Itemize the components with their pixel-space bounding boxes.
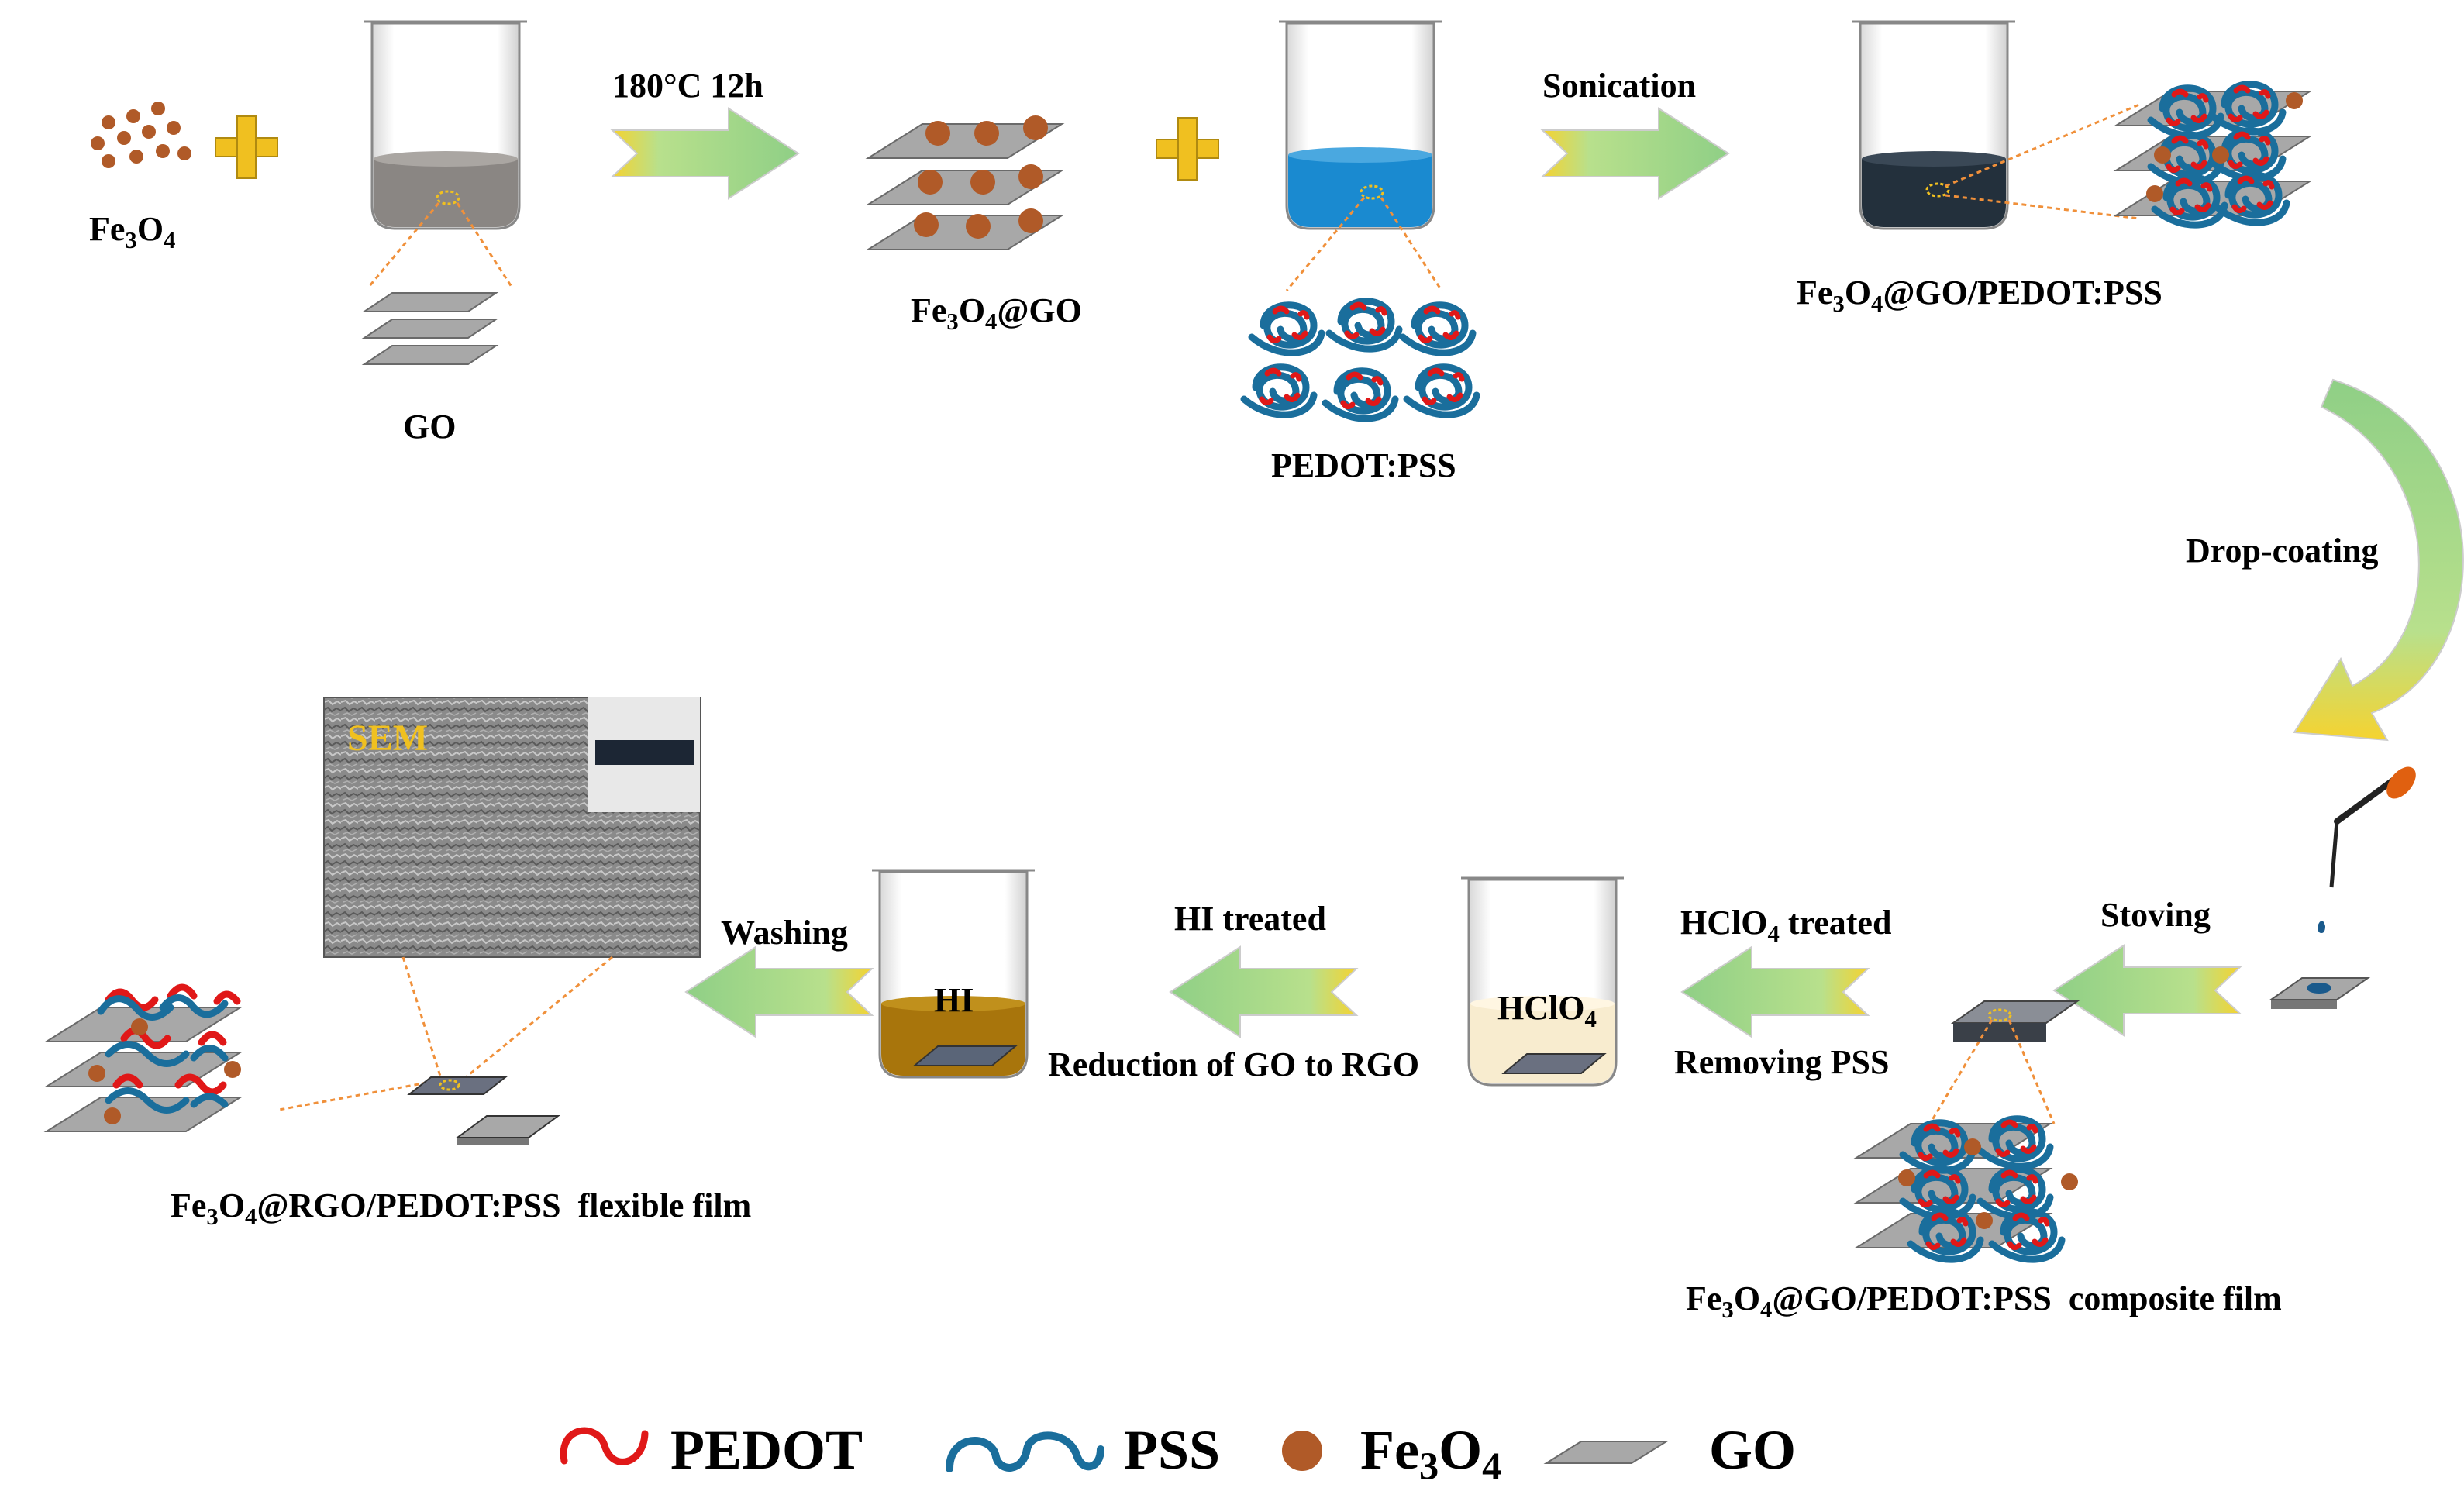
hi-beaker bbox=[872, 869, 1035, 1079]
fe3o4-go-pedot-label: Fe3O4@GO/PEDOT:PSS bbox=[1797, 274, 2162, 317]
pedot-pss-callout bbox=[1285, 197, 1443, 291]
hi-beaker-label: HI bbox=[934, 981, 974, 1019]
arrow-sonication bbox=[1540, 107, 1730, 200]
stoving-label: Stoving bbox=[2100, 896, 2211, 934]
fe3o4-go-stack bbox=[867, 115, 1063, 250]
arrow-washing bbox=[684, 945, 874, 1038]
sem-callout bbox=[278, 956, 613, 1111]
fe3o4-go-pedot-stack bbox=[2115, 84, 2311, 225]
go-beaker bbox=[364, 20, 527, 230]
plus-icon bbox=[215, 115, 278, 179]
legend-pss-label: PSS bbox=[1124, 1419, 1220, 1481]
dried-film bbox=[1950, 1000, 2080, 1042]
flexible-film-stack bbox=[46, 983, 241, 1132]
flexible-film-pieces bbox=[407, 1076, 561, 1145]
composite-film-label: Fe3O4@GO/PEDOT:PSS composite film bbox=[1686, 1279, 2282, 1323]
drop-coating-label: Drop-coating bbox=[2186, 532, 2379, 570]
fe3o4-label: Fe3O4 bbox=[89, 210, 175, 253]
reduction-label: Reduction of GO to RGO bbox=[1048, 1045, 1419, 1083]
arrow-hi bbox=[1169, 945, 1359, 1038]
hclo4-beaker bbox=[1461, 876, 1624, 1087]
hclo4-treated-label: HClO4 treated bbox=[1680, 904, 1891, 947]
sem-image bbox=[323, 697, 701, 958]
legend-pedot-label: PEDOT bbox=[670, 1419, 863, 1481]
plus-icon bbox=[1156, 117, 1219, 181]
arrow-hclo4 bbox=[1680, 945, 1870, 1038]
mixture-beaker bbox=[1852, 20, 2015, 230]
legend-go-label: GO bbox=[1709, 1419, 1796, 1481]
hclo4-beaker-label: HClO4 bbox=[1497, 989, 1597, 1032]
pedot-pss-coils bbox=[1244, 301, 1477, 418]
step1-label: 180°C 12h bbox=[612, 67, 763, 105]
hi-treated-label: HI treated bbox=[1174, 900, 1326, 938]
go-label: GO bbox=[403, 408, 456, 446]
substrate-drop bbox=[2268, 977, 2371, 1009]
mixture-callout bbox=[1945, 103, 2140, 220]
dropper-icon bbox=[2318, 766, 2416, 933]
arrow-stoving bbox=[2052, 944, 2242, 1037]
arrow-drop-coating bbox=[2293, 378, 2464, 742]
pedot-pss-beaker bbox=[1279, 20, 1442, 230]
washing-label: Washing bbox=[721, 914, 848, 952]
arrow-step1 bbox=[610, 107, 800, 200]
legend-pss-swatch bbox=[946, 1431, 1104, 1472]
flexible-film-label: Fe3O4@RGO/PEDOT:PSS flexible film bbox=[171, 1186, 751, 1230]
composite-film-stack bbox=[1856, 1119, 2078, 1259]
fe3o4-particles bbox=[91, 102, 191, 168]
legend-pedot-swatch bbox=[560, 1427, 649, 1465]
legend-go-swatch bbox=[1543, 1441, 1670, 1464]
legend-fe3o4-swatch bbox=[1282, 1431, 1322, 1471]
go-callout bbox=[367, 202, 513, 288]
pedot-pss-label: PEDOT:PSS bbox=[1271, 446, 1456, 484]
removing-pss-label: Removing PSS bbox=[1674, 1043, 1889, 1081]
composite-callout bbox=[1928, 1019, 2056, 1124]
legend: PEDOT PSS Fe3O4 GO bbox=[560, 1419, 1796, 1488]
fe3o4-go-label: Fe3O4@GO bbox=[911, 291, 1082, 335]
sonication-label: Sonication bbox=[1542, 67, 1696, 105]
go-sheets bbox=[364, 292, 497, 365]
sem-label: SEM bbox=[347, 718, 428, 759]
legend-fe3o4-label: Fe3O4 bbox=[1360, 1419, 1501, 1488]
